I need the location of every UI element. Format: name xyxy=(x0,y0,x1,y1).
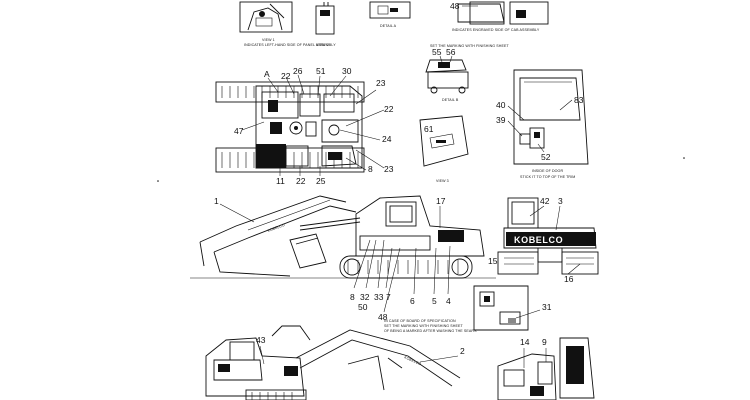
upper-structure-plan-view xyxy=(215,81,365,173)
callout-51: 51 xyxy=(316,66,326,76)
callout-22-right: 22 xyxy=(384,104,394,114)
stray-dot xyxy=(683,157,685,159)
view1-drawing xyxy=(239,1,293,33)
callout-23-top: 23 xyxy=(376,78,386,88)
detail-a-drawing xyxy=(369,1,411,19)
callout-83: 83 xyxy=(574,95,584,105)
callout-16: 16 xyxy=(564,274,574,284)
callout-7: 7 xyxy=(386,292,391,302)
callout-2: 2 xyxy=(460,346,465,356)
boom-decal-text: KOBELCO xyxy=(267,223,285,233)
view1-caption: VIEW 1 xyxy=(262,38,275,42)
detail-a-caption: DETAIL A xyxy=(380,24,397,28)
callout-8-plan: 8 xyxy=(368,164,373,174)
callout-22-top: 22 xyxy=(281,71,291,81)
inside-door-caption: INSIDE OF DOOR xyxy=(532,169,563,173)
door-leader-lines xyxy=(507,99,573,153)
rear-view-2-drawing xyxy=(497,337,595,400)
cab-side-drawing xyxy=(457,1,549,25)
callout-6: 6 xyxy=(410,296,415,306)
inside-door-subcaption: STICK IT TO TOP OF THE TRIM xyxy=(520,175,575,179)
side-view-bottom-leaders xyxy=(353,239,451,313)
label-a: A xyxy=(264,69,270,79)
callout-43: 43 xyxy=(256,335,266,345)
callout-39: 39 xyxy=(496,115,506,125)
view3-drawing xyxy=(419,115,469,167)
callout-50: 50 xyxy=(358,302,368,312)
callout-2-leader xyxy=(419,355,459,363)
callout-1-leader xyxy=(219,203,255,223)
view1-subcaption: INDICATES LEFT-HAND SIDE OF PANEL ASSEMB… xyxy=(244,43,336,47)
callout-31: 31 xyxy=(542,302,552,312)
callout-31-leader xyxy=(515,309,541,319)
callout-11: 11 xyxy=(276,176,285,186)
detail-a-subcaption: INDICATES ENGRAVED SIDE OF CAB ASSEMBLY xyxy=(452,28,540,32)
callout-62: 62 xyxy=(586,236,596,246)
callout-56: 56 xyxy=(446,47,456,57)
counterweight-panel-drawing xyxy=(473,285,529,331)
notice-line-3: OF BEING A MARKED AFTER WASHING THE SEAR… xyxy=(384,329,477,333)
callout-40: 40 xyxy=(496,100,506,110)
arm-decal-text: KOBELCO xyxy=(404,355,422,366)
callout-3: 3 xyxy=(558,196,563,206)
excavator-side-view: KOBELCO xyxy=(190,195,496,279)
callout-9: 9 xyxy=(542,337,547,347)
callout-8-side: 8 xyxy=(350,292,355,302)
callout-42: 42 xyxy=(540,196,550,206)
callout-47: 47 xyxy=(234,126,244,136)
callout-1: 1 xyxy=(214,196,219,206)
callout-43-leader xyxy=(259,345,265,365)
plan-leader-lines xyxy=(241,74,385,176)
view3-caption: VIEW 3 xyxy=(436,179,449,183)
rear-view-2-leaders xyxy=(523,348,547,368)
rear-leaders xyxy=(529,205,581,275)
rear-brand-decal: KOBELCO xyxy=(514,235,563,245)
view2-drawing xyxy=(315,2,335,35)
callout-48-side: 48 xyxy=(378,312,388,322)
door-drawing xyxy=(513,69,589,165)
callout-23-bottom: 23 xyxy=(384,164,394,174)
callout-32: 32 xyxy=(360,292,370,302)
rear-view-drawing xyxy=(497,197,599,275)
notice-line-1: IN CASE OF BOARD OF SPECIFICATION xyxy=(384,319,456,323)
callout-30: 30 xyxy=(342,66,352,76)
stray-dot xyxy=(157,180,159,182)
callout-14: 14 xyxy=(520,337,530,347)
view2-caption: VIEW 2 xyxy=(316,43,329,47)
callout-33: 33 xyxy=(374,292,384,302)
callout-22-bottom: 22 xyxy=(296,176,306,186)
callout-24: 24 xyxy=(382,134,392,144)
callout-15: 15 xyxy=(488,256,498,266)
callout-5: 5 xyxy=(432,296,437,306)
notice-line-2: SET THE MARKING WITH FINISHING SHEET xyxy=(384,324,463,328)
callout-55: 55 xyxy=(432,47,442,57)
detail-b-caption: DETAIL B xyxy=(442,98,459,102)
callout-25: 25 xyxy=(316,176,326,186)
detail-b-drawing xyxy=(425,55,469,94)
callout-4: 4 xyxy=(446,296,451,306)
excavator-other-side-view: KOBELCO xyxy=(205,325,461,400)
detail-b-header-note: SET THE MARKING WITH FINISHING SHEET xyxy=(430,44,509,48)
callout-52: 52 xyxy=(541,152,551,162)
callout-48: 48 xyxy=(450,1,460,11)
callout-61: 61 xyxy=(424,124,434,134)
callout-26: 26 xyxy=(293,66,303,76)
callout-17: 17 xyxy=(436,196,446,206)
